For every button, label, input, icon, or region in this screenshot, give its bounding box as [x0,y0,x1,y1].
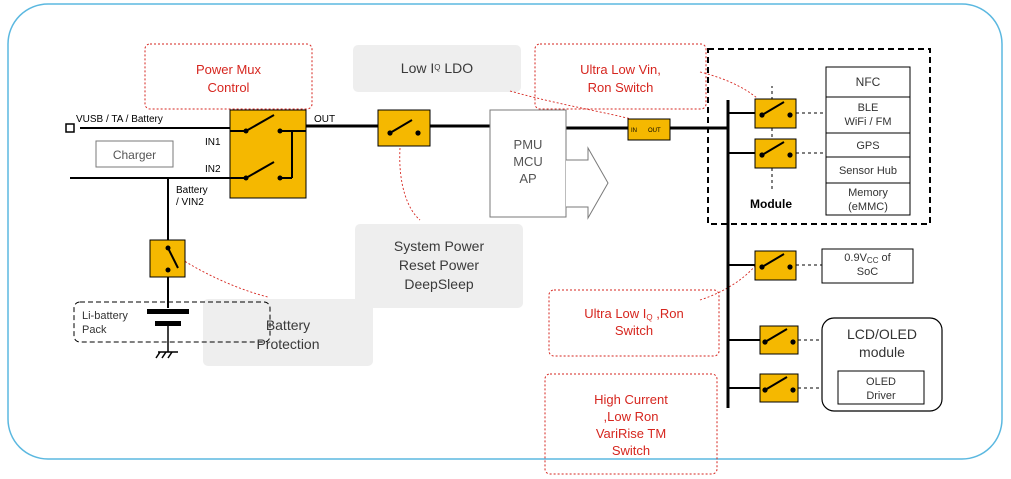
low-iq-ldo-box [353,45,521,92]
high-current-line4: Switch [612,443,650,458]
module-item-memory: Memory [848,187,888,199]
module-item-ble: BLE [858,102,879,114]
ldo-in-label: IN [631,128,637,134]
power-mux-callout-line2: Control [208,80,250,95]
soc-pre: 0.9V [844,252,867,265]
battery-protection-box [203,299,373,366]
soc-label: 0.9VCC of SoC [822,249,913,283]
ultra-low-iq-callout-label: Ultra Low IQ ,Ron Switch [549,290,719,356]
charger-box [95,140,174,168]
soc-box [821,248,914,284]
battery-protection-line1: Battery [266,317,310,333]
ap-label: AP [519,171,536,186]
high-current-line1: High Current [594,392,668,407]
li-battery-label-1: Li-battery [82,310,128,322]
ultra-low-iq-pre: Ultra Low I [584,305,647,321]
lcd-oled-title-2: module [859,344,905,360]
vusb-terminal [65,123,75,133]
system-power-line1: System Power [394,238,485,254]
pmu-label: PMU [514,137,543,152]
low-iq-ldo-sub: Q [434,63,441,73]
module-links [771,86,838,389]
ldo-out-label: OUT [648,128,661,134]
ultra-low-iq-post: ,Ron [652,305,684,321]
power-mux-block [229,109,307,199]
outer-frame [7,3,1003,460]
in2-label: IN2 [205,164,221,175]
soc-sub: CC [866,256,879,266]
module-item-boxes [825,66,911,216]
wires [70,100,760,408]
in1-label: IN1 [205,137,221,148]
output-arrow [566,146,609,220]
system-power-box [355,224,523,308]
mcu-label: MCU [513,154,543,169]
soc-post: of [878,252,891,265]
power-mux-callout-line1: Power Mux [196,62,262,77]
out-label: OUT [314,114,335,125]
li-battery-pack-outline [73,301,271,343]
module-label: Module [750,197,792,211]
ground-symbol [155,326,178,359]
power-mux-callout-box [144,43,313,110]
li-battery-label-2: Pack [82,324,107,336]
ultra-low-vin-callout-line2: Ron Switch [588,80,654,95]
ultra-low-vin-block [627,118,671,141]
ldo-switch-block [377,109,431,147]
charger-label: Charger [113,148,156,162]
oled-driver-box [837,370,925,405]
module-item-wifi-fm: WiFi / FM [844,116,891,128]
pmu-mcu-ap-box [489,109,567,218]
module-item-emmc: (eMMC) [848,201,888,213]
oled-driver-label-2: Driver [866,390,896,402]
vusb-label: VUSB / TA / Battery [76,114,163,125]
high-current-line3: VariRise TM [596,426,666,441]
module-group [707,48,931,225]
power-mux-switches [230,114,306,179]
ultra-low-iq-line1: Ultra Low IQ ,Ron [584,306,683,323]
low-iq-ldo-post: LDO [440,60,474,77]
module-item-gps: GPS [856,140,879,152]
soc-line1: 0.9VCC of [844,252,890,266]
lcd-oled-title-1: LCD/OLED [847,326,917,342]
ultra-low-vin-callout-box [534,43,707,110]
ultra-low-iq-callout-box [548,289,720,357]
callout-leaders [174,71,758,301]
high-current-callout-box [544,373,718,475]
module-item-nfc: NFC [856,75,881,89]
high-current-line2: ,Low Ron [604,409,659,424]
battery-vin2-label-1: Battery [176,185,208,196]
battery-protection-line2: Protection [256,336,319,352]
module-item-sensor-hub: Sensor Hub [839,165,897,177]
ultra-low-iq-sub: Q [646,312,653,322]
battery-vin2-label-2: / VIN2 [176,197,204,208]
ultra-low-iq-line2: Switch [614,323,654,339]
system-power-line2: Reset Power [399,257,479,273]
ultra-low-vin-callout-line1: Ultra Low Vin, [580,62,661,77]
low-iq-ldo-pre: Low I [400,60,435,77]
system-power-line3: DeepSleep [404,276,473,292]
soc-line2: SoC [856,266,879,279]
oled-driver-label-1: OLED [866,376,896,388]
